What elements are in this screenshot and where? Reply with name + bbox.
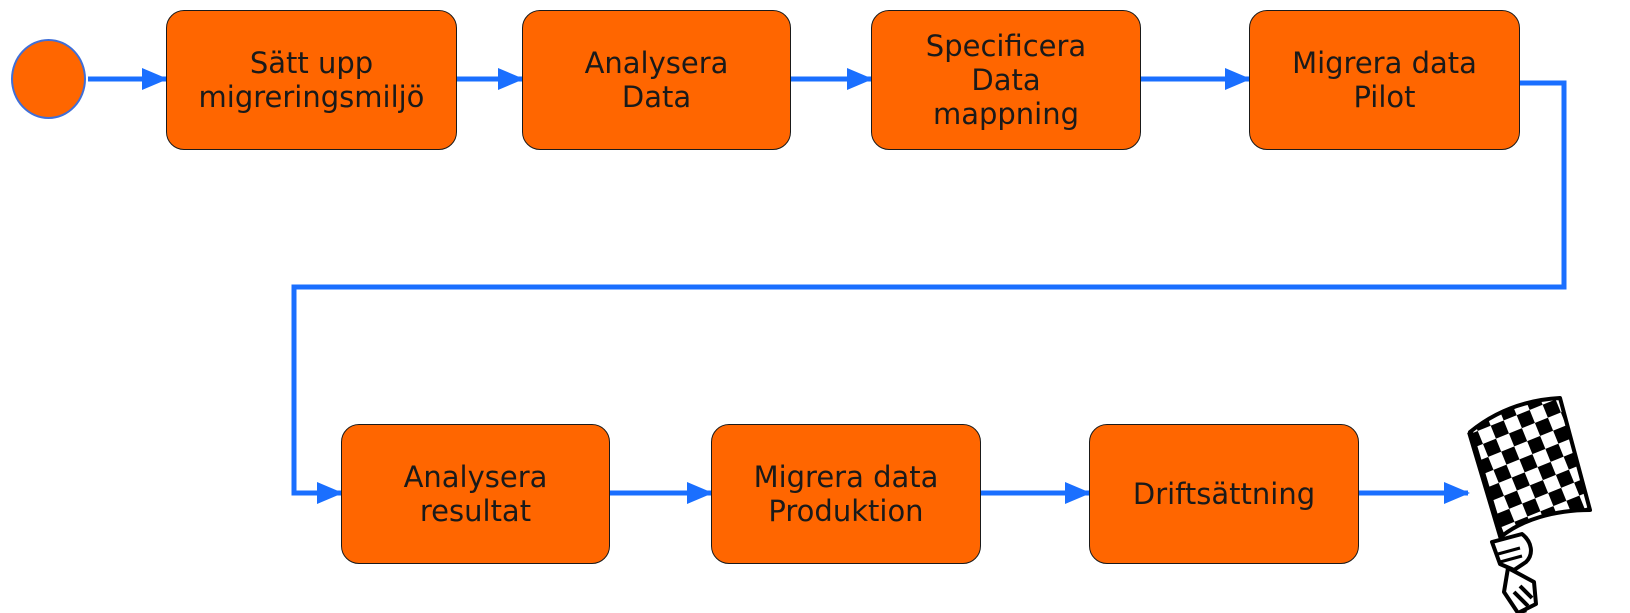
connector-step-4-to-step-5 [291, 80, 1567, 504]
step-driftsattning: Driftsättning [1089, 424, 1359, 564]
step-specificera-data-mappning: Specificera Data mappning [871, 10, 1141, 150]
checkered-finish-flag-icon [1467, 396, 1592, 613]
step-label: Migrera data Pilot [1292, 46, 1477, 114]
step-label: Analysera Data [584, 46, 729, 114]
step-label: Driftsättning [1132, 477, 1316, 511]
step-satt-upp-migreringsmiljo: Sätt upp migreringsmiljö [166, 10, 457, 150]
step-migrera-data-produktion: Migrera data Produktion [711, 424, 981, 564]
step-label: Analysera resultat [403, 460, 548, 528]
step-analysera-data: Analysera Data [522, 10, 791, 150]
step-label: Sätt upp migreringsmiljö [198, 46, 425, 114]
step-label: Specificera Data mappning [925, 29, 1087, 131]
step-migrera-data-pilot: Migrera data Pilot [1249, 10, 1520, 150]
step-label: Migrera data Produktion [753, 460, 939, 528]
start-node [11, 39, 86, 119]
step-analysera-resultat: Analysera resultat [341, 424, 610, 564]
